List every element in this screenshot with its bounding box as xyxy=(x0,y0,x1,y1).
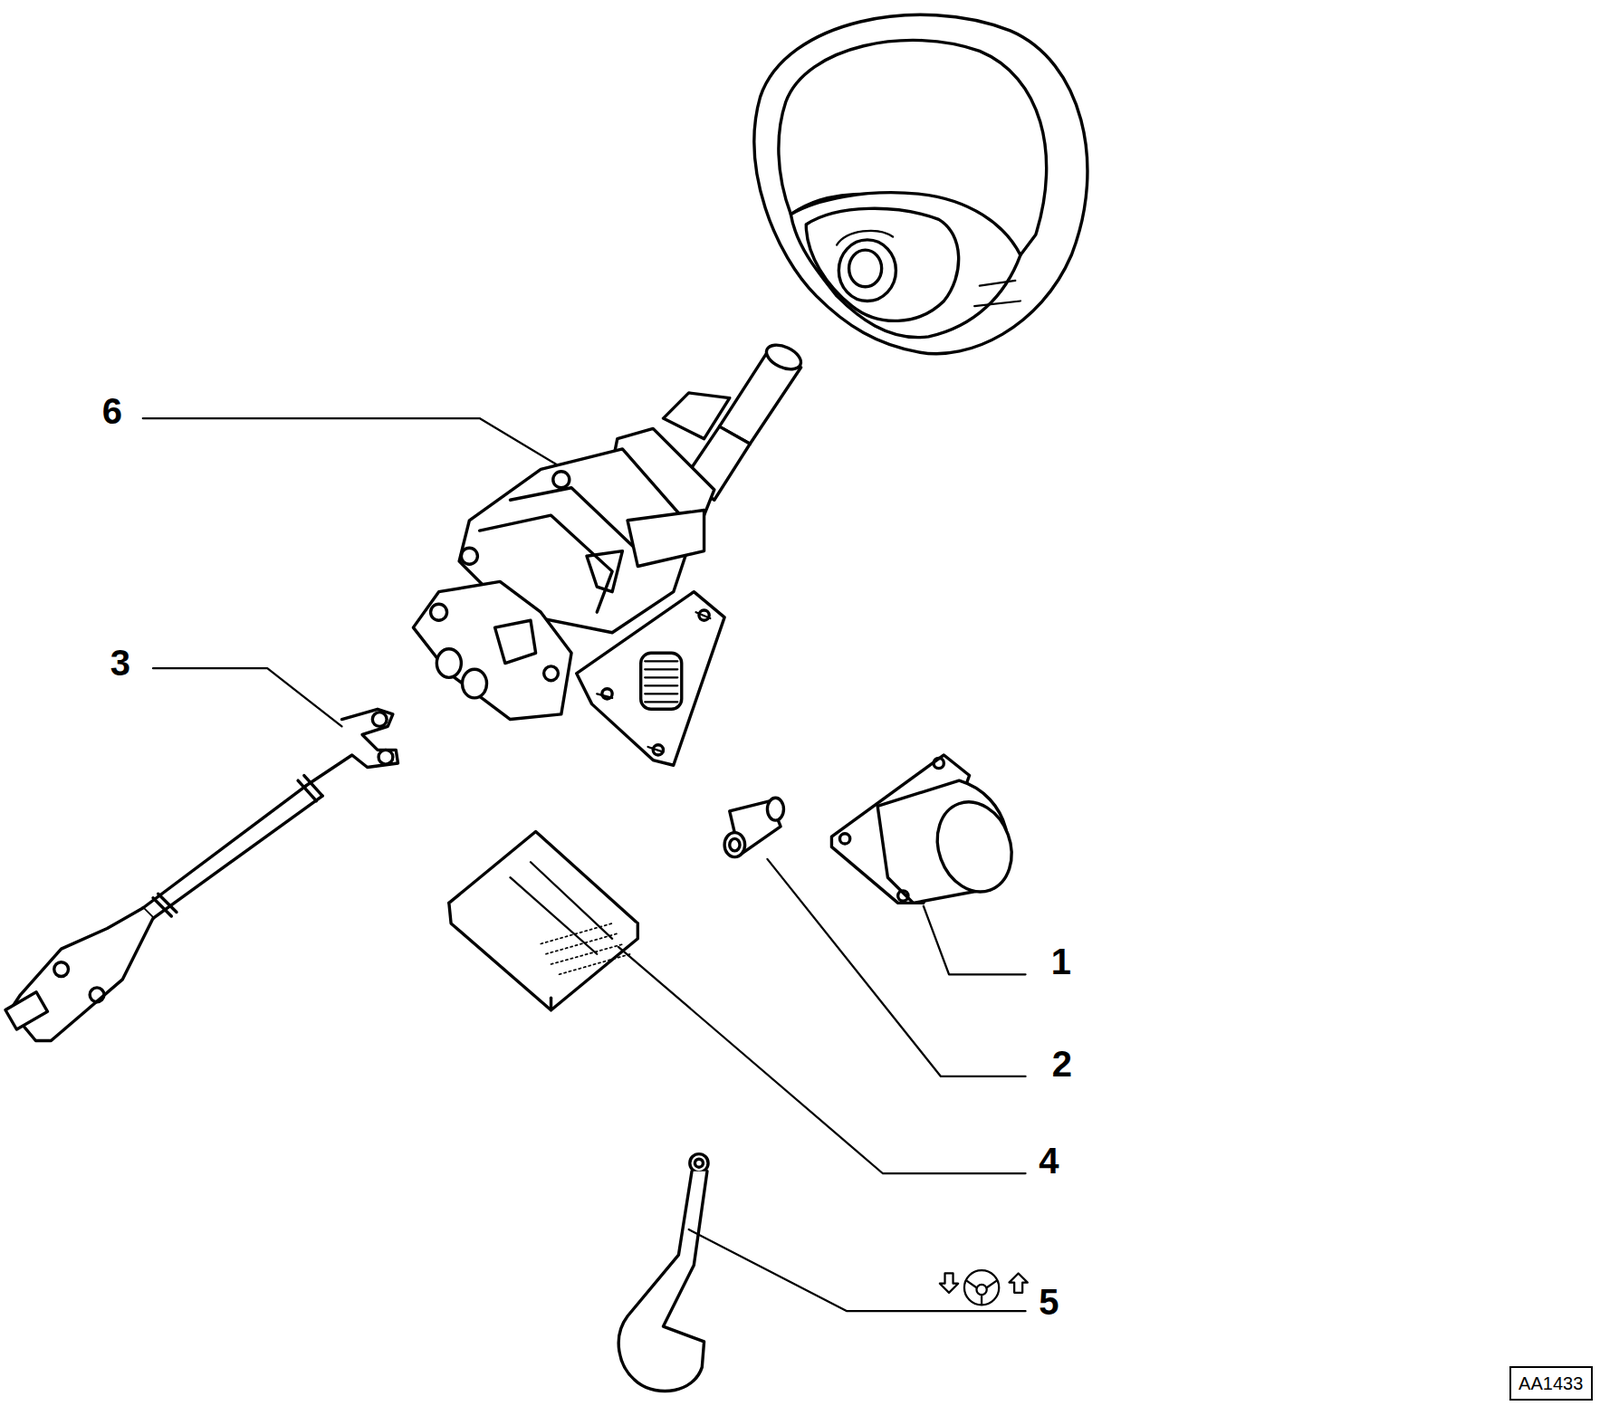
adjust-lever xyxy=(618,1154,709,1392)
torque-sensor xyxy=(724,797,784,857)
callout-number: 4 xyxy=(1038,1142,1059,1179)
leader-lines xyxy=(143,418,1026,1312)
callout-number: 1 xyxy=(1051,943,1072,980)
drawing-code: AA1433 xyxy=(1518,1374,1584,1393)
steering-column xyxy=(412,340,805,767)
callout-number: 6 xyxy=(102,392,123,430)
intermediate-shaft xyxy=(5,708,399,1041)
adjustable-wheel-symbol xyxy=(939,1270,1028,1305)
callout-number: 5 xyxy=(1038,1283,1059,1321)
drawing-code-box: AA1433 xyxy=(1509,1366,1593,1401)
callout-number: 3 xyxy=(110,644,131,681)
callout-number: 2 xyxy=(1052,1045,1073,1083)
electric-motor xyxy=(831,755,1024,903)
steering-wheel xyxy=(754,14,1088,354)
control-unit xyxy=(449,831,638,1010)
